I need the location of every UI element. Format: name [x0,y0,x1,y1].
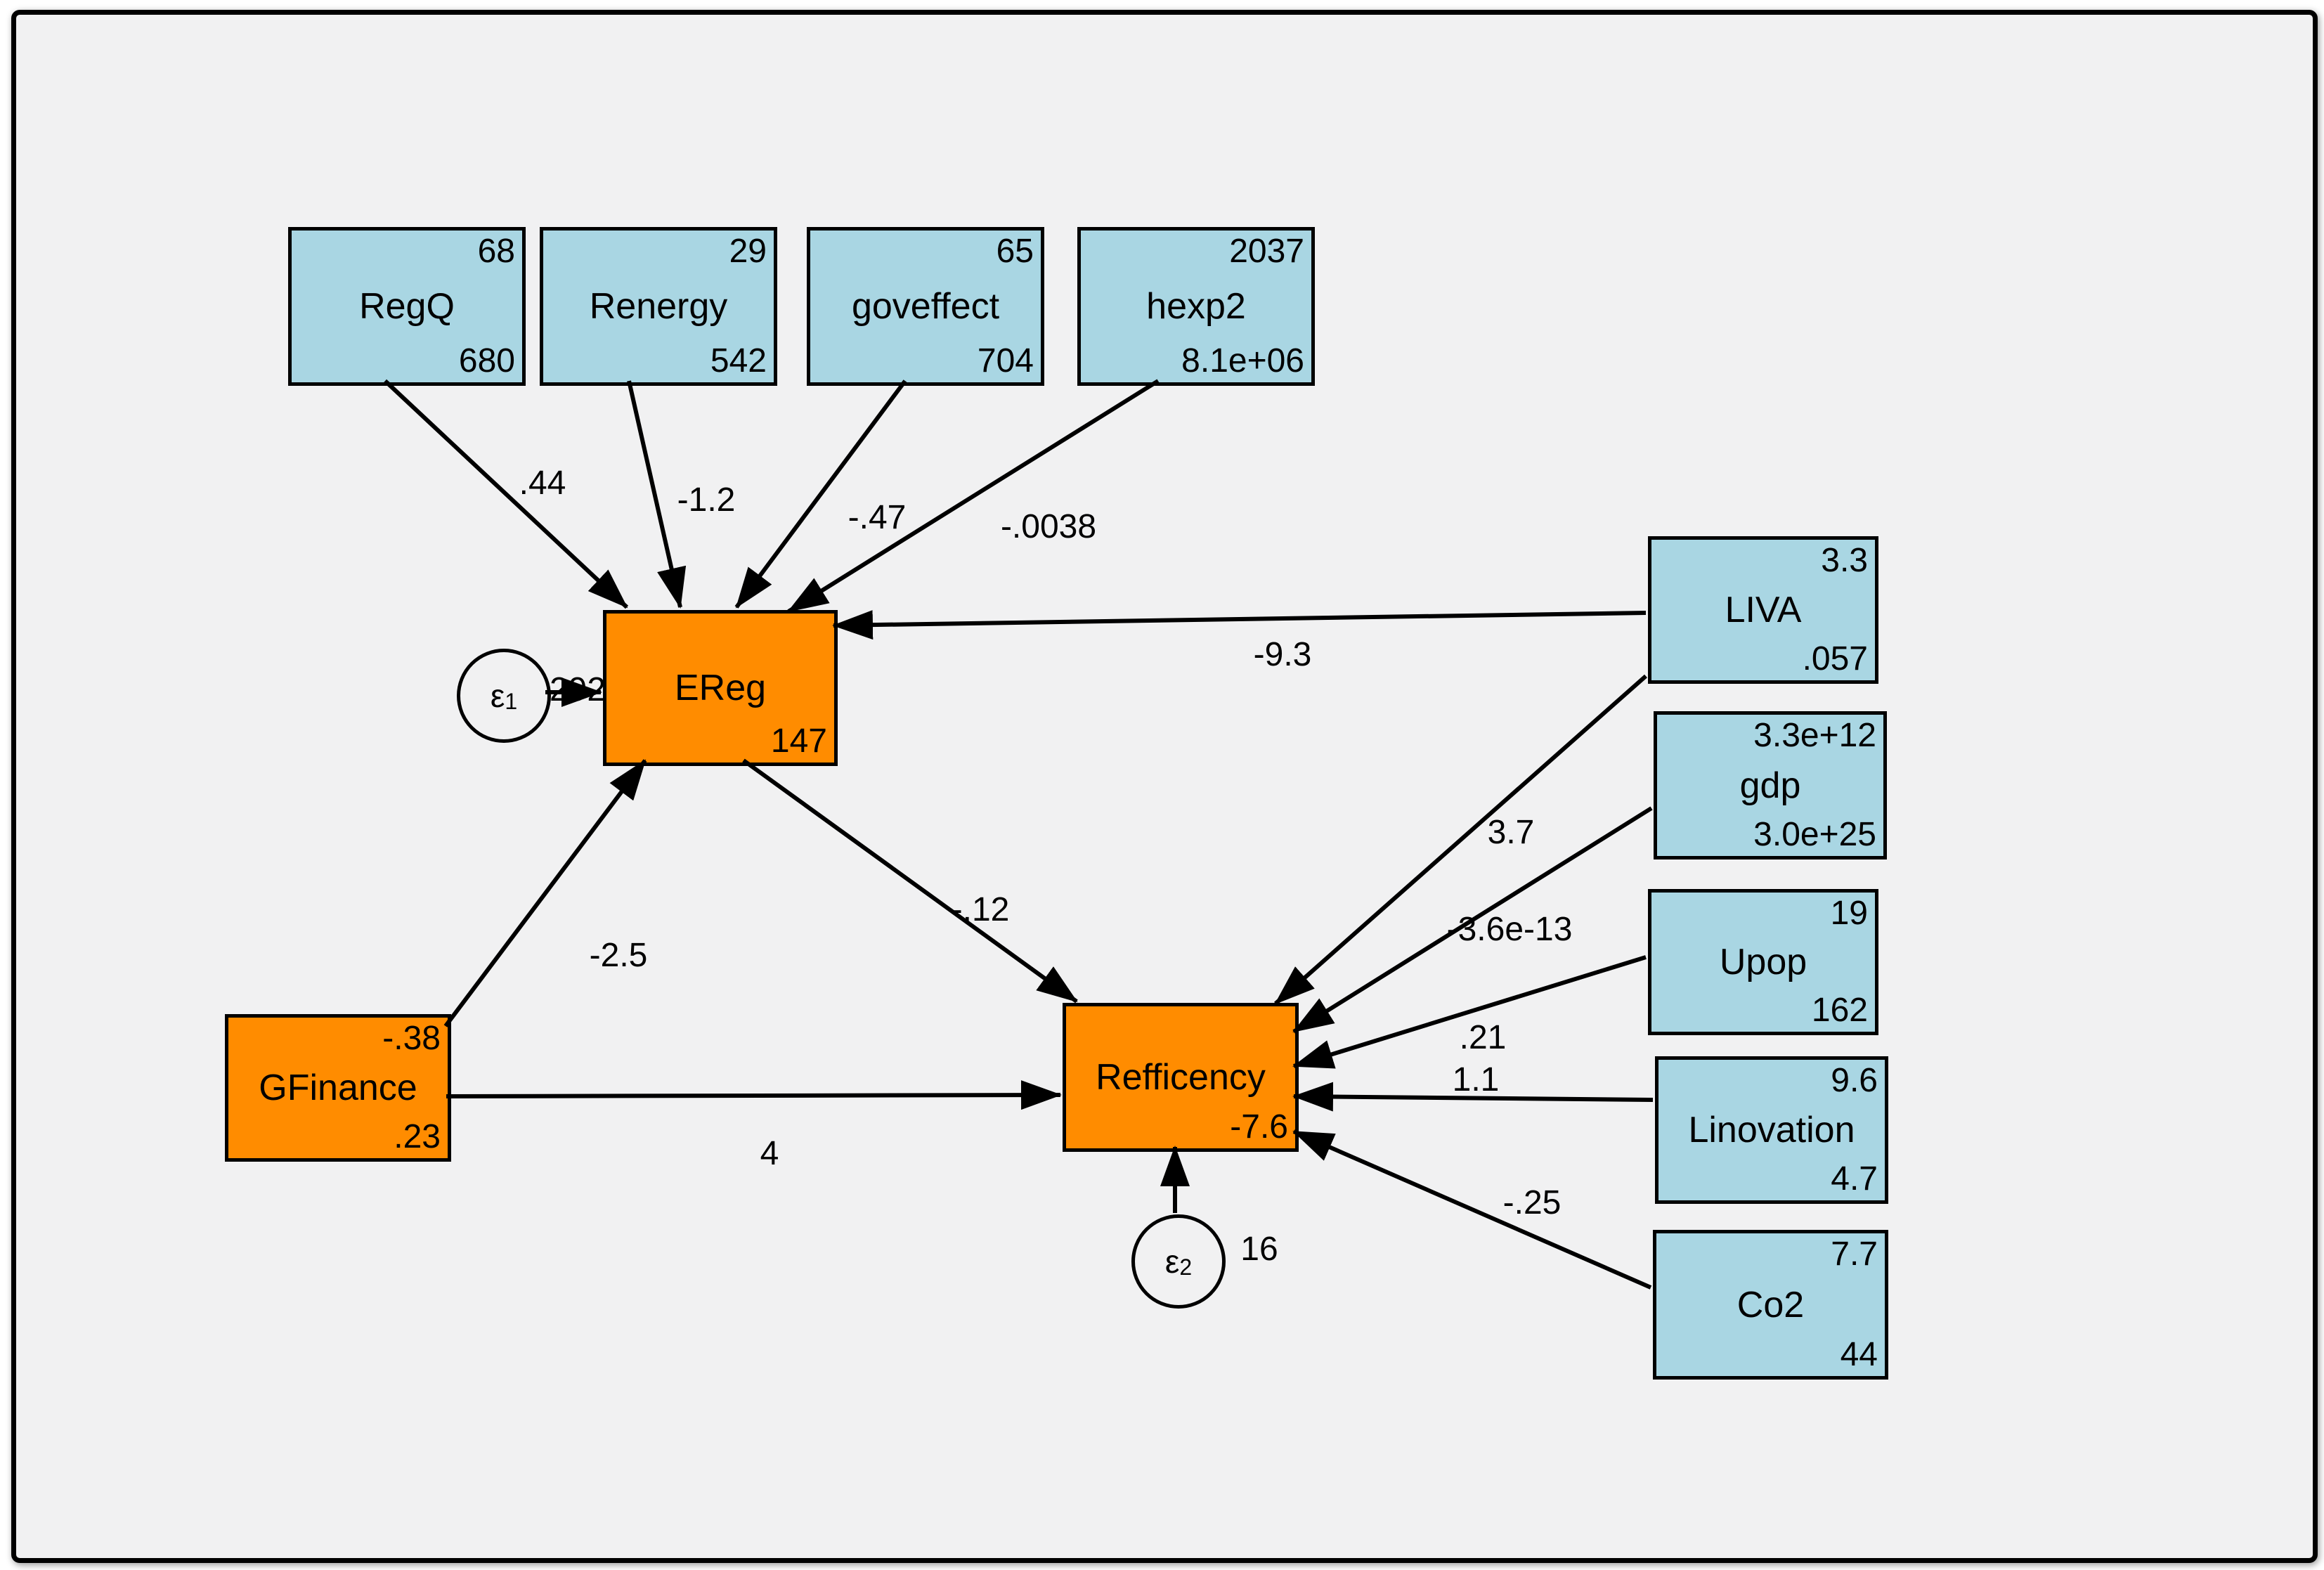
coef-regq-ereg: .44 [519,465,566,502]
node-co2: 7.7 Co2 44 [1653,1230,1888,1380]
coef-liva-ereg: -9.3 [1253,636,1312,673]
coef-upop-refficency: .21 [1459,1019,1507,1056]
node-co2-label: Co2 [1736,1284,1805,1325]
coef-linovation-refficency: 1.1 [1452,1061,1500,1098]
node-liva: 3.3 LIVA .057 [1648,536,1878,684]
node-hexp2-variance: 8.1e+06 [1181,342,1304,379]
coef-liva-refficency: 3.7 [1487,814,1535,851]
node-upop-label: Upop [1719,942,1807,982]
node-upop-variance: 162 [1811,992,1868,1029]
node-gfinance: -.38 GFinance .23 [225,1014,451,1162]
node-regq-variance: 680 [458,342,515,379]
coef-co2-refficency: -.25 [1502,1184,1562,1221]
coef-gfinance-refficency: 4 [760,1135,779,1172]
node-goveffect-label: goveffect [851,286,1000,327]
node-regq: 68 RegQ 680 [288,227,526,386]
node-hexp2: 2037 hexp2 8.1e+06 [1077,227,1315,386]
node-gfinance-mean: -.38 [382,1020,441,1057]
node-gdp: 3.3e+12 gdp 3.0e+25 [1654,711,1887,859]
node-ereg: EReg 147 [603,610,838,766]
epsilon1-subscript: 1 [505,689,518,714]
coef-goveffect-ereg: -.47 [848,499,907,536]
node-linovation-mean: 9.6 [1831,1062,1878,1099]
node-liva-mean: 3.3 [1821,542,1868,579]
node-goveffect: 65 goveffect 704 [807,227,1044,386]
epsilon2-symbol: ε [1164,1243,1180,1280]
variance-epsilon1: 292 [549,671,606,708]
epsilon1-symbol: ε [490,677,505,714]
node-hexp2-mean: 2037 [1229,233,1304,270]
node-gdp-label: gdp [1739,765,1801,806]
node-linovation-variance: 4.7 [1831,1160,1878,1198]
node-co2-variance: 44 [1840,1336,1878,1373]
node-upop: 19 Upop 162 [1648,889,1878,1035]
node-linovation: 9.6 Linovation 4.7 [1655,1056,1888,1204]
coef-gfinance-ereg: -2.5 [589,937,648,974]
node-regq-mean: 68 [477,233,515,270]
node-refficency: Refficency -7.6 [1063,1003,1299,1152]
node-hexp2-label: hexp2 [1146,286,1246,327]
node-linovation-label: Linovation [1688,1110,1855,1150]
node-gfinance-label: GFinance [259,1068,417,1108]
node-refficency-intercept: -7.6 [1230,1108,1288,1146]
node-liva-variance: .057 [1802,640,1868,677]
node-goveffect-variance: 704 [977,342,1034,379]
node-regq-label: RegQ [359,286,455,327]
node-upop-mean: 19 [1830,895,1868,932]
node-gdp-mean: 3.3e+12 [1753,717,1876,754]
coef-hexp2-ereg: -.0038 [1000,508,1097,545]
node-goveffect-mean: 65 [996,233,1034,270]
node-liva-label: LIVA [1725,590,1802,630]
node-gfinance-variance: .23 [394,1118,441,1155]
variance-epsilon2: 16 [1240,1231,1278,1268]
node-renergy-mean: 29 [729,233,767,270]
coef-gdp-refficency: -3.6e-13 [1446,911,1573,948]
epsilon2-subscript: 2 [1179,1254,1193,1280]
node-renergy: 29 Renergy 542 [540,227,777,386]
coef-ereg-refficency: -.12 [951,891,1010,928]
node-renergy-variance: 542 [710,342,767,379]
node-ereg-label: EReg [674,668,767,708]
node-ereg-intercept: 147 [770,722,827,760]
node-gdp-variance: 3.0e+25 [1753,816,1876,853]
node-co2-mean: 7.7 [1831,1235,1878,1273]
coef-renergy-ereg: -1.2 [677,481,736,519]
node-refficency-label: Refficency [1096,1057,1266,1098]
node-renergy-label: Renergy [589,286,728,327]
